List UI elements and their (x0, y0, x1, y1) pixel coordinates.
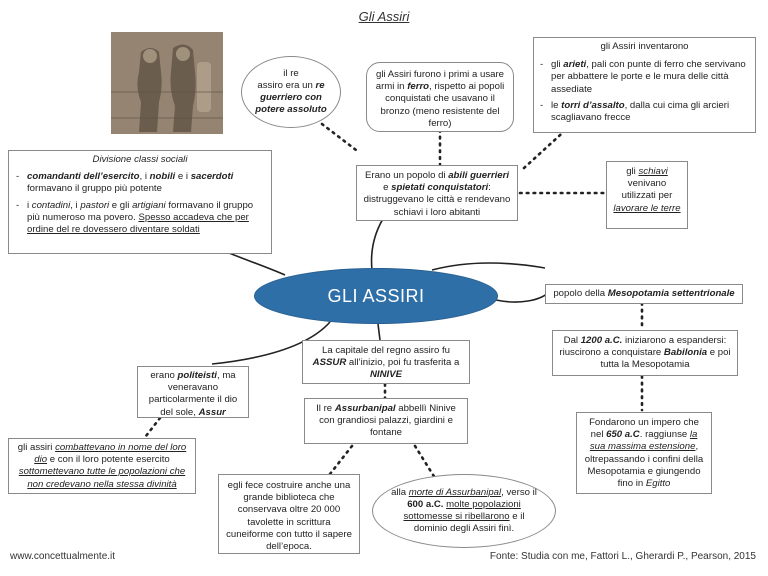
inv1-a: gli (551, 59, 564, 71)
sch-c: venivano utilizzati per (621, 178, 673, 202)
cl2-h: Spesso accadeva che per ordine del re do… (27, 211, 249, 236)
footer-site: www.concettualmente.it (10, 551, 116, 562)
invenzioni-heading: gli Assiri inventarono (600, 41, 689, 52)
cap-a: La capitale del regno assiro fu (322, 345, 450, 356)
politeisti-node: erano politeisti, ma veneravano particol… (137, 366, 249, 418)
imp-c: . raggiunse (639, 429, 690, 441)
invenzioni-item-torri: le torri d’assalto, dalla cui cima gli a… (539, 100, 750, 124)
cl2-f: artigiani (132, 199, 166, 211)
com-c: e con il loro potente esercito (47, 454, 170, 466)
cl1-e: sacerdoti (190, 171, 234, 183)
mor-c: , verso il (501, 486, 537, 498)
re-text-b: assiro era un (257, 79, 316, 91)
pol-b: politeisti (177, 370, 217, 381)
pop-a: Erano un popolo di (365, 170, 449, 181)
cl1-b: , i (139, 171, 150, 183)
imp-a: Fondarono un impero che nel (589, 417, 699, 441)
pol-a: erano (150, 370, 178, 381)
imp-d: la sua massima estensione (589, 429, 698, 453)
page-title: Gli Assiri (358, 9, 410, 24)
classi-item-poveri: i contadini, i pastori e gli artigiani f… (15, 200, 265, 237)
ferro-text-b: ferro (407, 81, 430, 93)
mor-d: 600 a.C. (407, 498, 444, 510)
esp-b: 1200 a.C. (580, 335, 623, 346)
ferro-text-c: , rispetto ai popoli conquistati che usa… (380, 81, 505, 129)
meso-b: Mesopotamia settentrionale (607, 288, 735, 299)
imp-b: 650 a.C (606, 429, 640, 441)
inv1-b: arieti (563, 59, 587, 71)
ferro-text-a: gli Assiri furono i primi a usare armi i… (375, 69, 504, 93)
esp-e: e poi tutta la Mesopotamia (600, 347, 731, 371)
classi-heading: Divisione classi sociali (92, 154, 188, 165)
mor-a: alla (391, 486, 409, 498)
inv2-b: torri d’assalto (561, 99, 625, 111)
classi-sociali-node: Divisione classi sociali comandanti dell… (8, 150, 272, 254)
cl1-f: formavano il gruppo più potente (27, 183, 162, 195)
morte-assurbanipal-node: alla morte di Assurbanipal, verso il 600… (372, 474, 556, 548)
assurbanipal-node: Il re Assurbanipal abbellì Ninive con gr… (304, 398, 468, 444)
biblioteca-node: egli fece costruire anche una grande bib… (218, 474, 360, 554)
popolo-guerrieri-node: Erano un popolo di abili guerrieri e spi… (356, 165, 518, 221)
cl2-a: i (27, 199, 32, 211)
capitale-node: La capitale del regno assiro fu ASSUR al… (302, 340, 470, 384)
pop-e: : distruggevano le città e rendevano sch… (363, 182, 511, 218)
cl1-d: e i (175, 171, 191, 183)
cl1-a: comandanti dell’esercito (27, 171, 140, 183)
esp-d: Babilonia (663, 347, 708, 359)
re-text-c: re guerriero con potere assoluto (255, 79, 327, 116)
assyrian-relief-image (111, 32, 223, 134)
mesopotamia-node: popolo della Mesopotamia settentrionale (545, 284, 743, 304)
esp-a: Dal (563, 335, 581, 346)
footer-source: Fonte: Studia con me, Fattori L., Gherar… (489, 551, 756, 562)
com-a: gli assiri (17, 442, 56, 453)
pol-d: Assur (198, 406, 226, 418)
ass-c: abbellì Ninive con grandiosi palazzi, gi… (319, 403, 456, 439)
mor-g: e il dominio degli Assiri finì. (413, 511, 525, 535)
cl2-b: contadini (31, 199, 71, 211)
mor-f: molte popolazioni sottomesse si ribellar… (403, 498, 521, 522)
bib-text: egli fece costruire anche una grande bib… (226, 480, 352, 553)
cl2-d: pastori (80, 199, 110, 211)
impero-node: Fondarono un impero che nel 650 a.C. rag… (576, 412, 712, 494)
imp-e: , oltrepassando i confini della Mesopota… (584, 441, 704, 490)
cap-b: ASSUR (312, 357, 347, 369)
cl1-c: nobili (149, 171, 176, 183)
imp-f: Egitto (645, 478, 671, 490)
com-b: combattevano in nome del loro dio (34, 442, 187, 466)
inv2-c: , dalla cui cima gli arcieri scagliavano… (551, 99, 730, 124)
cl2-e: e gli (109, 199, 133, 211)
sch-b: schiavi (638, 166, 668, 177)
cl2-c: , i (70, 199, 81, 211)
schiavi-node: gli schiavi venivano utilizzati per lavo… (606, 161, 688, 229)
pol-c: , ma veneravano particolarmente il dio d… (148, 370, 238, 418)
inv2-a: le (551, 99, 562, 111)
pop-b: abili guerrieri (448, 170, 509, 181)
meso-a: popolo della (553, 288, 608, 299)
classi-item-potenti: comandanti dell’esercito, i nobili e i s… (15, 171, 265, 195)
combattevano-node: gli assiri combattevano in nome del loro… (8, 438, 196, 494)
cl2-g: formavano il gruppo più numeroso ma pove… (27, 199, 254, 223)
inv1-c: , pali con punte di ferro che servivano … (551, 59, 746, 95)
pop-c: e (383, 182, 392, 194)
central-topic: GLI ASSIRI (254, 268, 498, 324)
pop-d: spietati conquistatori (391, 182, 489, 194)
com-d: sottomettevano tutte le popolazioni che … (18, 466, 186, 490)
mor-b: morte di Assurbanipal (408, 486, 502, 498)
invenzioni-item-arieti: gli arieti, pali con punte di ferro che … (539, 59, 750, 96)
sch-a: gli (626, 166, 639, 177)
ass-a: Il re (316, 403, 335, 414)
espansione-node: Dal 1200 a.C. iniziarono a espandersi: r… (552, 330, 738, 376)
ferro-node: gli Assiri furono i primi a usare armi i… (366, 62, 514, 132)
invenzioni-node: gli Assiri inventarono gli arieti, pali … (533, 37, 756, 133)
re-text-a: il re (283, 67, 299, 79)
cap-c: all’inizio, poi fu trasferita a (346, 357, 460, 369)
esp-c: iniziarono a espandersi: riuscirono a co… (559, 335, 727, 359)
cap-d: NINIVE (370, 369, 402, 381)
ass-b: Assurbanipal (334, 403, 396, 414)
sch-d: lavorare le terre (613, 202, 681, 214)
